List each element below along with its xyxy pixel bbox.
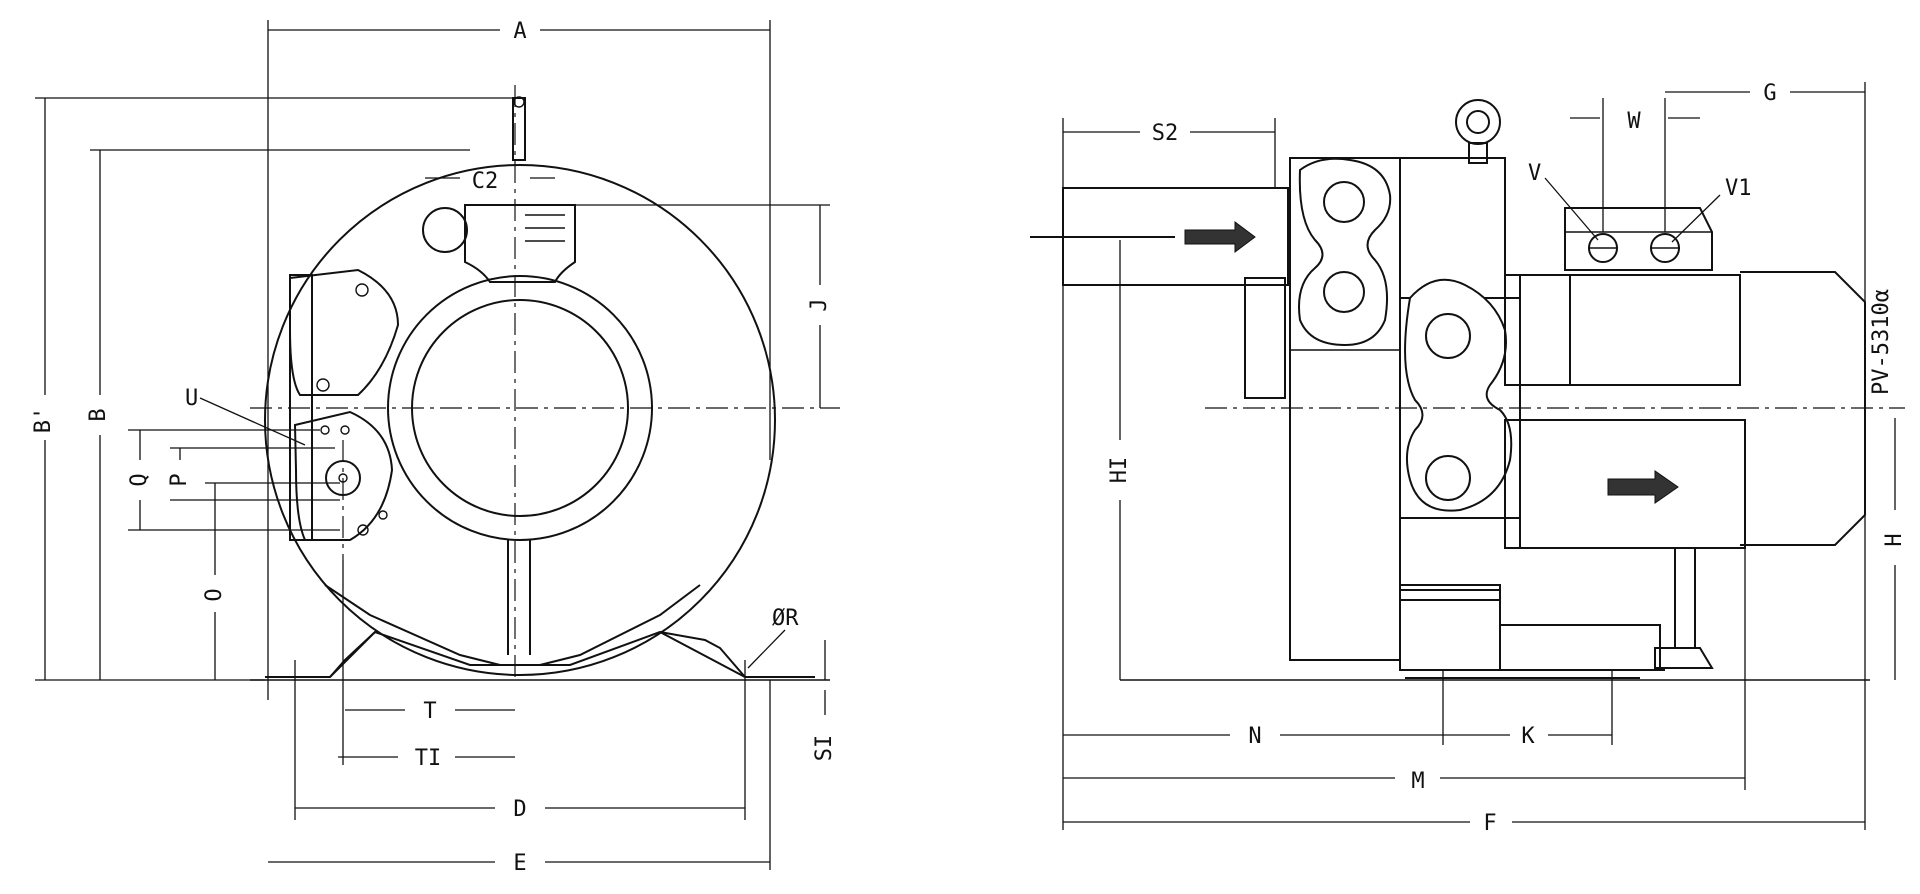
- dim-label-v1: V1: [1725, 176, 1752, 201]
- dim-label-t: T: [423, 699, 436, 724]
- front-view: [250, 85, 840, 681]
- dim-label-c2: C2: [472, 169, 499, 194]
- inlet-arrow: [1184, 221, 1256, 253]
- dim-label-n: N: [1248, 724, 1261, 749]
- dim-label-r: ØR: [772, 606, 799, 631]
- dim-label-f: F: [1483, 811, 1496, 836]
- side-view-dimensions: S2 W G V V1 HI H N K: [1062, 81, 1907, 836]
- dim-label-k: K: [1521, 724, 1535, 749]
- dim-label-b: B: [86, 408, 111, 421]
- dim-label-d: D: [513, 797, 526, 822]
- dim-label-m: M: [1411, 769, 1424, 794]
- dim-label-v: V: [1528, 161, 1541, 186]
- dim-label-s2: S2: [1152, 121, 1179, 146]
- dim-label-h: H: [1882, 533, 1907, 546]
- dim-label-e: E: [513, 851, 526, 876]
- front-view-dimensions: A B' B C2 J U Q P O: [31, 19, 837, 876]
- dim-label-s1: SI: [812, 735, 837, 762]
- model-label: PV-5310α: [1869, 289, 1894, 395]
- dim-label-j: J: [807, 298, 832, 311]
- dim-label-a: A: [513, 19, 526, 44]
- side-view: PV-5310α: [1030, 99, 1905, 681]
- dim-label-t1: TI: [415, 746, 442, 771]
- dim-label-u: U: [185, 386, 198, 411]
- outlet-arrow: [1607, 470, 1679, 504]
- dim-label-o: O: [202, 588, 227, 601]
- dim-label-b-prime: B': [31, 407, 56, 434]
- dim-label-p: P: [167, 473, 192, 486]
- dim-label-w: W: [1627, 109, 1641, 134]
- dim-label-g: G: [1763, 81, 1776, 106]
- dim-label-h1: HI: [1107, 457, 1132, 484]
- dim-label-q: Q: [127, 473, 152, 486]
